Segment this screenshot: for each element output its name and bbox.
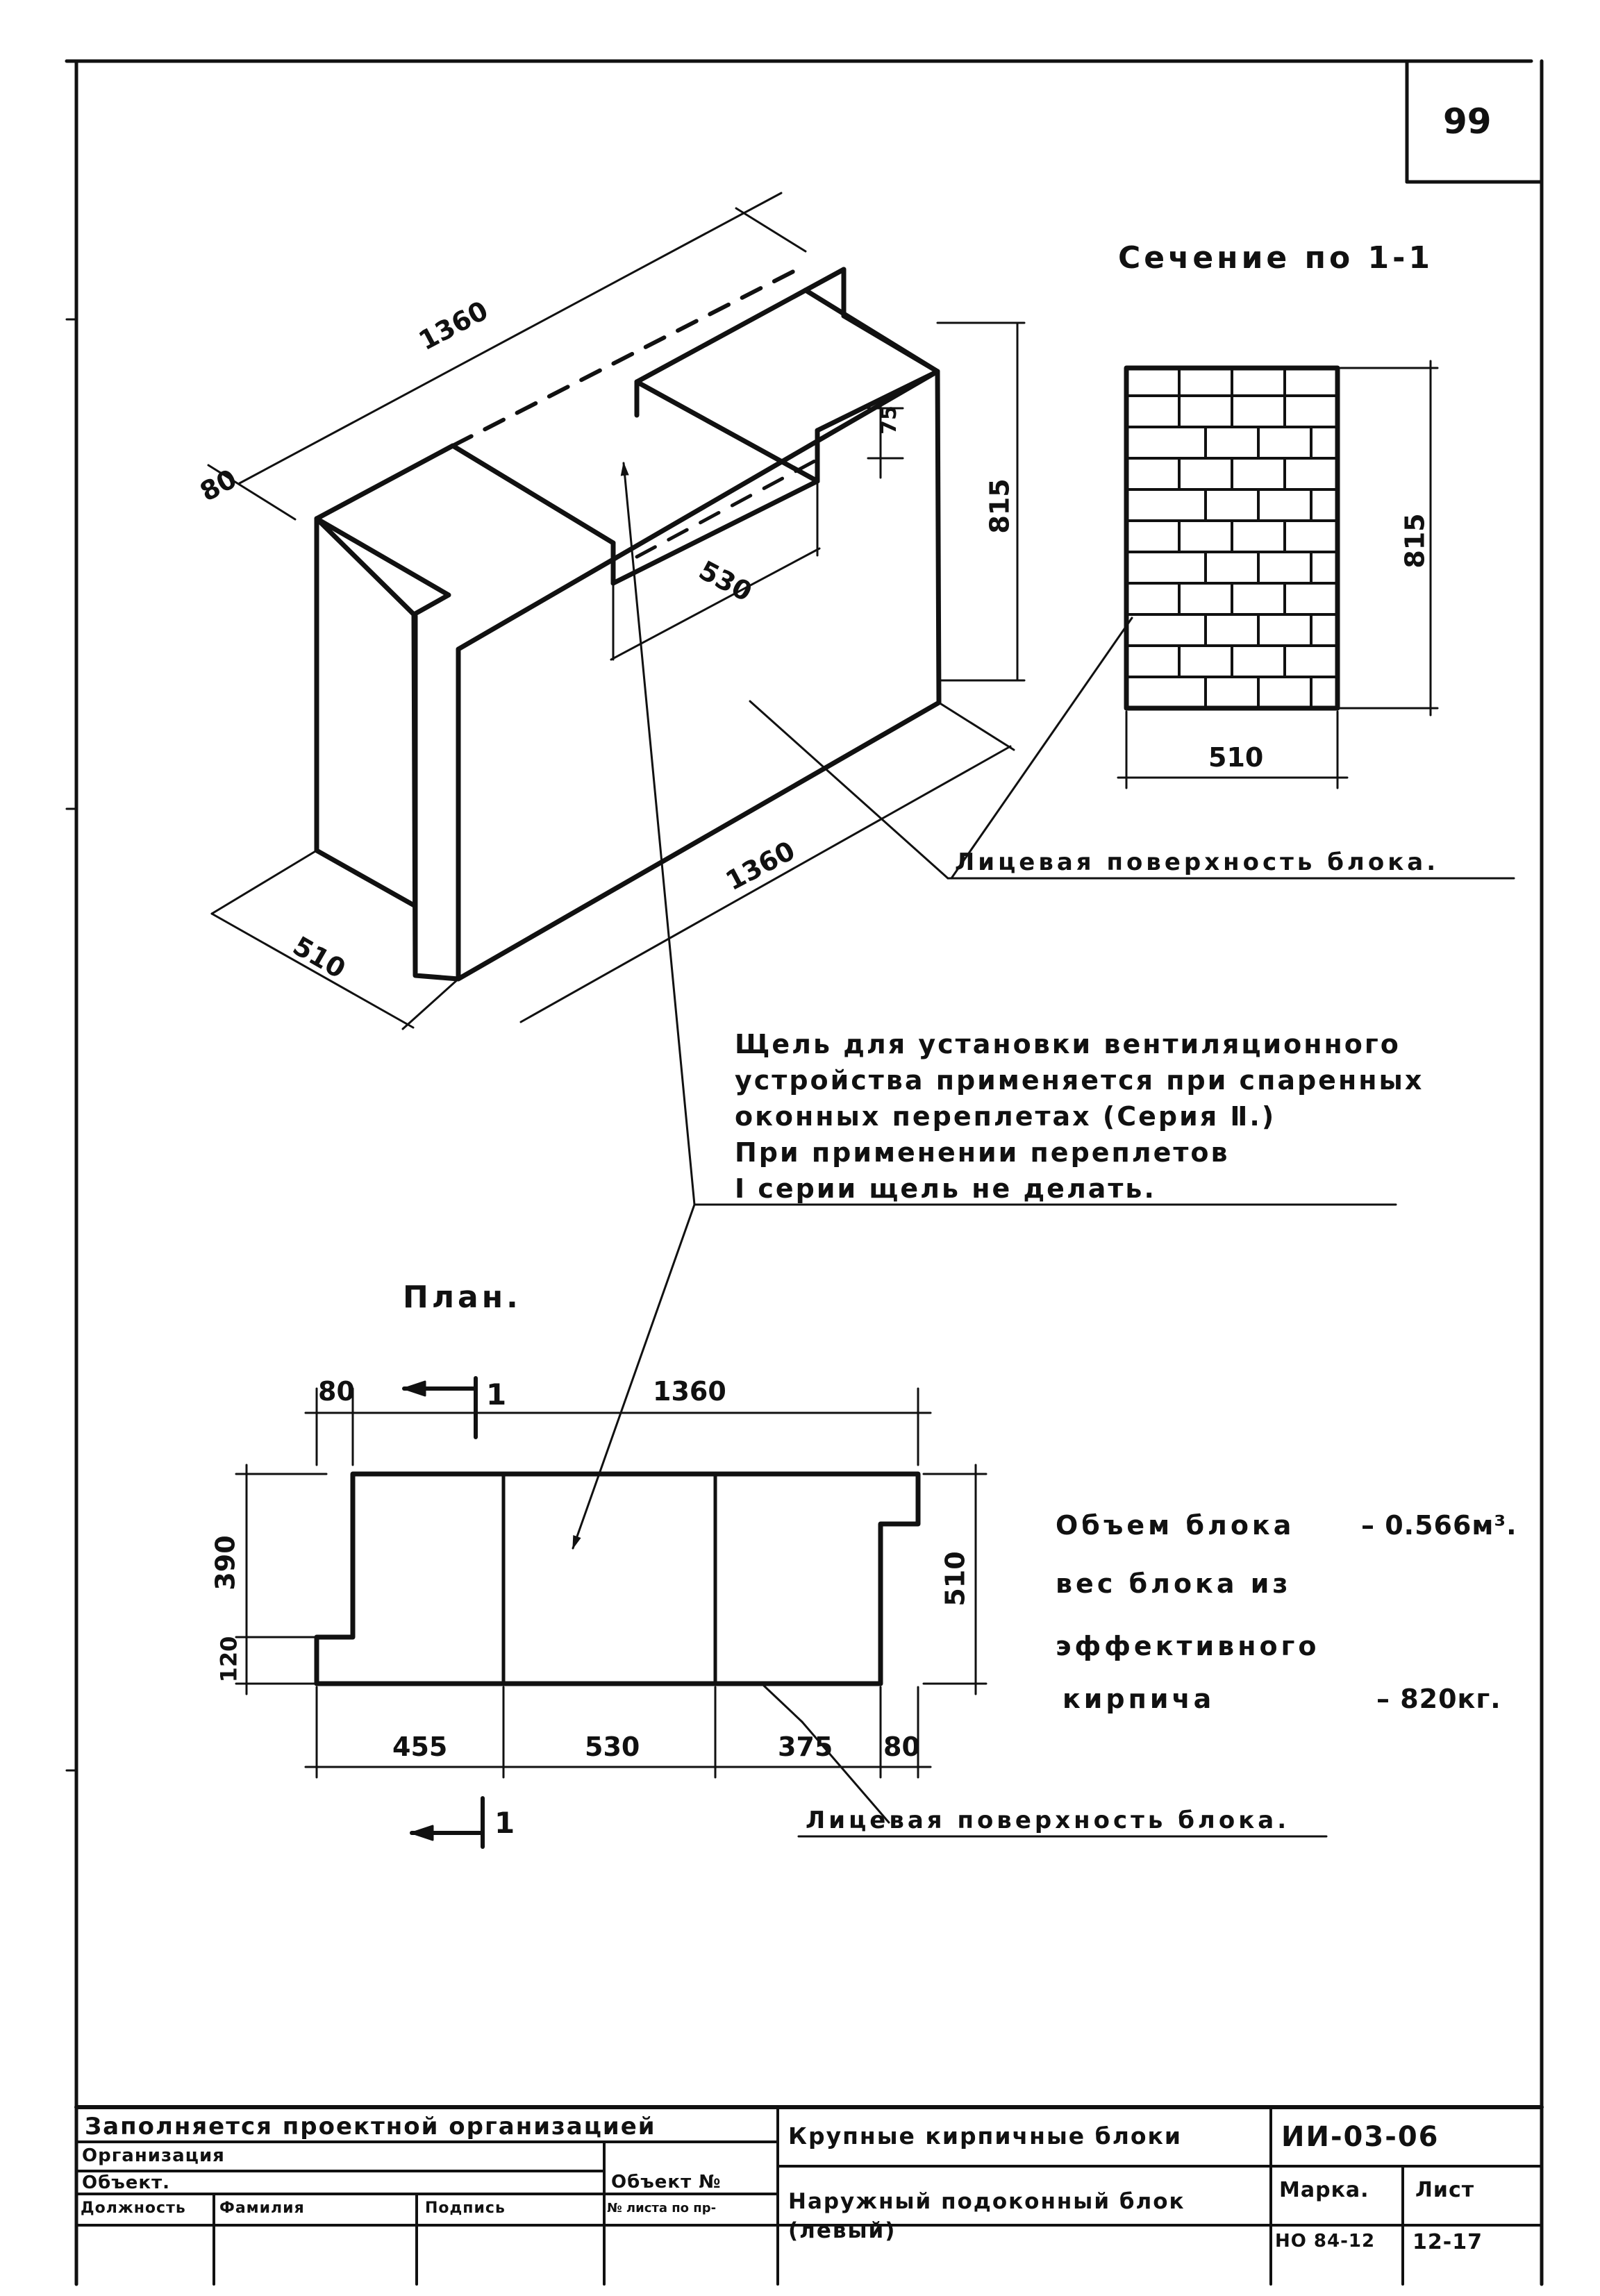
- plan-title: План.: [403, 1280, 522, 1315]
- tb-mark-value: НО 84-12: [1275, 2231, 1376, 2252]
- tb-col-surname: Фамилия: [219, 2199, 305, 2217]
- tb-col-sheet-no: № листа по пр-: [607, 2201, 717, 2215]
- plan-dim-b4: 80: [883, 1732, 920, 1762]
- face-label-top: Лицевая поверхность блока.: [955, 848, 1440, 876]
- tb-org-fill: Заполняется проектной организацией: [85, 2113, 656, 2140]
- sheet-frame: [65, 59, 1544, 2286]
- spec-volume-label: Объем блока: [1056, 1510, 1295, 1541]
- section-dim-height: 815: [1399, 513, 1431, 569]
- plan-dim-right: 510: [940, 1551, 971, 1607]
- spec-volume-value: – 0.566м³.: [1361, 1510, 1517, 1541]
- tb-col-signature: Подпись: [425, 2199, 506, 2217]
- dim-height: 815: [984, 478, 1015, 534]
- tb-mark-label: Марка.: [1279, 2178, 1369, 2202]
- tb-object-no: Объект №: [611, 2172, 722, 2193]
- dim-slot-depth: 75: [876, 405, 901, 435]
- note-leader: [572, 462, 1397, 1550]
- sheet-number: 99: [1443, 101, 1492, 142]
- plan-dim-top-left: 80: [318, 1376, 355, 1407]
- plan-dim-top-total: 1360: [653, 1376, 726, 1407]
- tb-object: Объект.: [82, 2172, 171, 2193]
- tb-col-position: Должность: [81, 2199, 186, 2217]
- plan-dim-left-lower: 120: [215, 1636, 242, 1683]
- section-title: Сечение по 1-1: [1118, 240, 1434, 276]
- plan-dim-b2: 530: [585, 1732, 640, 1762]
- tb-series: ИИ-03-06: [1281, 2121, 1440, 2153]
- tb-sheet-label: Лист: [1415, 2178, 1475, 2202]
- spec-weight-label-2: эффективного: [1056, 1631, 1320, 1661]
- plan-drawing: [235, 1376, 1328, 1849]
- tb-drawing-title: Крупные кирпичные блоки: [788, 2122, 1183, 2150]
- plan-cut-top: 1: [486, 1377, 507, 1411]
- spec-weight-value: – 820кг.: [1376, 1684, 1501, 1714]
- tb-sheet-value: 12-17: [1412, 2230, 1483, 2254]
- spec-weight-label-1: вес блока из: [1056, 1568, 1292, 1599]
- face-label-bottom: Лицевая поверхность блока.: [806, 1807, 1290, 1834]
- spec-weight-label-3: кирпича: [1062, 1684, 1215, 1714]
- tb-organization: Организация: [82, 2145, 225, 2166]
- plan-cut-bottom: 1: [494, 1806, 515, 1840]
- plan-dim-left-upper: 390: [210, 1535, 241, 1591]
- isometric-block: [207, 192, 1515, 1030]
- section-1-1-drawing: [950, 360, 1439, 880]
- title-block: [74, 2105, 1544, 2286]
- slot-note: Щель для установки вентиляционного устро…: [735, 1029, 1424, 1204]
- plan-dim-b1: 455: [392, 1732, 448, 1762]
- section-dim-width: 510: [1208, 742, 1264, 773]
- tb-drawing-subtitle: Наружный подоконный блок (левый): [788, 2189, 1185, 2243]
- plan-dim-b3: 375: [778, 1732, 833, 1762]
